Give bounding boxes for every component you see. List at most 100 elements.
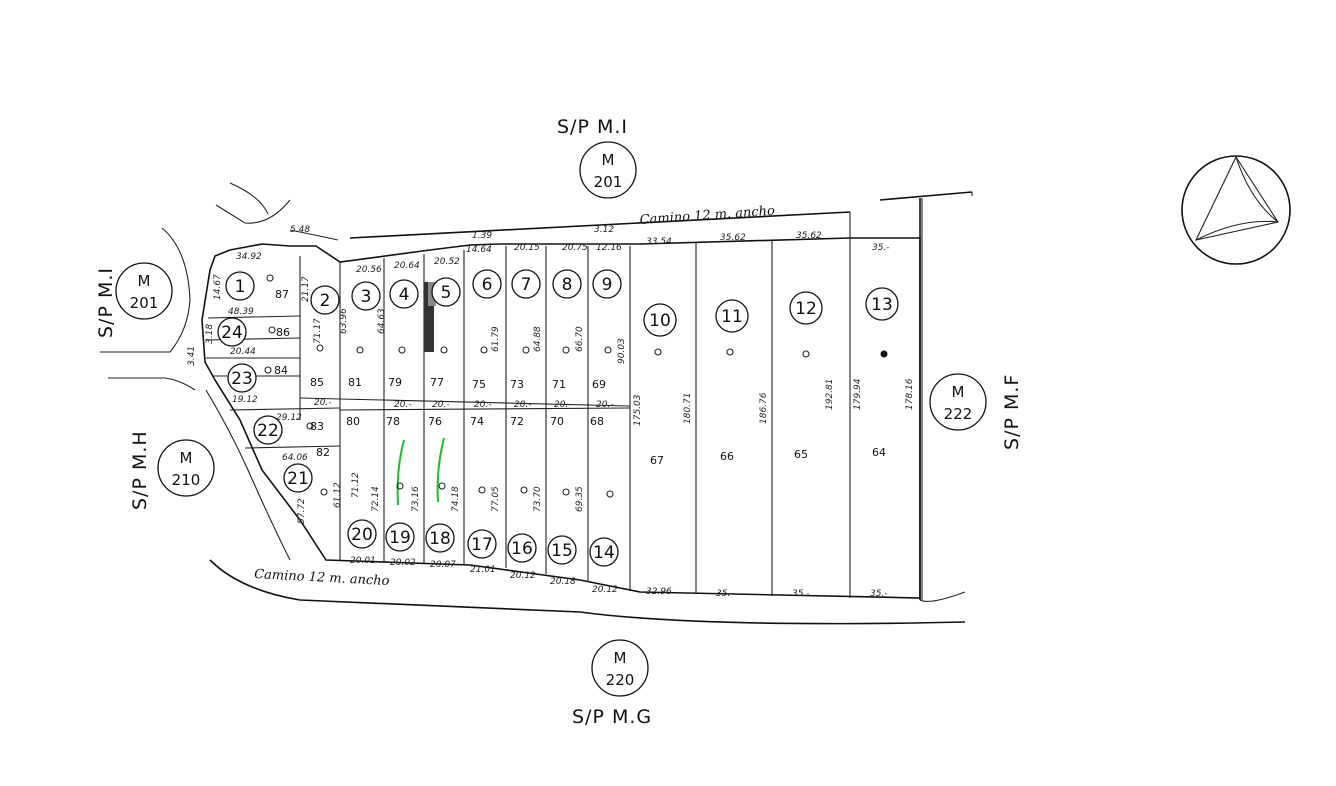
svg-text:20.-: 20.-: [596, 400, 614, 410]
svg-text:4: 4: [399, 285, 410, 305]
svg-text:14.64: 14.64: [466, 245, 492, 255]
svg-text:21: 21: [287, 469, 309, 489]
svg-text:20.12: 20.12: [510, 571, 536, 581]
lot-19: 19: [385, 522, 415, 552]
svg-text:63.96: 63.96: [339, 308, 349, 334]
svg-text:73.16: 73.16: [411, 486, 421, 512]
svg-text:86: 86: [276, 326, 290, 339]
block-east: M 222 S/P M.F: [929, 373, 1023, 450]
svg-text:1.39: 1.39: [472, 231, 492, 241]
svg-text:66.70: 66.70: [575, 326, 585, 352]
block-north-side: S/P M.I: [557, 116, 628, 138]
svg-text:72.14: 72.14: [371, 486, 381, 512]
lot-23: 23: [227, 363, 257, 393]
svg-text:3.12: 3.12: [594, 225, 614, 235]
svg-text:1: 1: [235, 277, 246, 297]
svg-text:35.-: 35.-: [870, 589, 888, 599]
svg-text:20.12: 20.12: [592, 585, 618, 595]
svg-text:82: 82: [316, 446, 330, 459]
svg-text:20.01: 20.01: [350, 556, 376, 566]
lot-12: 12: [789, 291, 823, 325]
block-west-top: S/P M.I M 201: [95, 262, 173, 338]
svg-text:18: 18: [429, 529, 451, 549]
block-east-m: M: [952, 383, 965, 401]
svg-text:61.79: 61.79: [491, 326, 501, 352]
svg-text:3.18: 3.18: [205, 324, 215, 344]
svg-text:32.96: 32.96: [646, 587, 672, 597]
lot-10: 10: [643, 303, 677, 337]
svg-text:76: 76: [428, 415, 442, 428]
svg-text:12: 12: [795, 299, 817, 319]
svg-text:179.94: 179.94: [853, 378, 863, 410]
svg-text:21.01: 21.01: [470, 565, 496, 575]
svg-text:74: 74: [470, 415, 484, 428]
lot-8: 8: [552, 269, 582, 299]
lot-4: 4: [389, 279, 419, 309]
svg-text:10: 10: [649, 311, 671, 331]
svg-text:24: 24: [221, 323, 243, 343]
lot-6: 6: [472, 269, 502, 299]
svg-text:19.12: 19.12: [232, 395, 258, 405]
svg-text:192.81: 192.81: [825, 379, 835, 411]
svg-text:83: 83: [310, 420, 324, 433]
svg-text:16: 16: [511, 539, 533, 559]
svg-text:72: 72: [510, 415, 524, 428]
block-north: S/P M.I M 201: [557, 116, 637, 199]
svg-text:81: 81: [348, 376, 362, 389]
svg-text:77: 77: [430, 376, 444, 389]
svg-text:20.-: 20.-: [394, 400, 412, 410]
svg-text:3.41: 3.41: [187, 346, 197, 366]
block-west-top-m: M: [138, 272, 151, 290]
svg-text:5: 5: [441, 283, 452, 303]
svg-text:71.12: 71.12: [351, 472, 361, 498]
subparcel-numbers: 87 86 84 83 82 85 81 80 79 78 77 76 75 7…: [274, 288, 886, 467]
lot-14: 14: [589, 537, 619, 567]
lot-15: 15: [547, 535, 577, 565]
svg-text:19: 19: [389, 528, 411, 548]
svg-text:178.16: 178.16: [905, 378, 915, 410]
lot-9: 9: [592, 269, 622, 299]
svg-text:20.18: 20.18: [550, 577, 576, 587]
road-label-south: Camino 12 m. ancho: [254, 567, 390, 589]
lot-13: 13: [865, 287, 899, 321]
lot-21: 21: [283, 463, 313, 493]
svg-text:66: 66: [720, 450, 734, 463]
svg-text:20.15: 20.15: [514, 243, 540, 253]
block-west-top-num: 201: [130, 294, 159, 312]
lot-3: 3: [351, 281, 381, 311]
svg-text:20.-: 20.-: [474, 400, 492, 410]
green-markers: [396, 437, 445, 506]
svg-text:35.62: 35.62: [796, 231, 822, 241]
lot-17: 17: [467, 529, 497, 559]
block-west-bottom: S/P M.H M 210: [129, 430, 215, 510]
svg-text:87: 87: [275, 288, 289, 301]
svg-text:20.56: 20.56: [356, 265, 382, 275]
lot-22: 22: [253, 415, 283, 445]
svg-text:2: 2: [320, 291, 331, 311]
block-south-side: S/P M.G: [572, 706, 652, 728]
svg-text:14: 14: [593, 543, 615, 563]
block-west-bottom-num: 210: [172, 471, 201, 489]
svg-text:90.03: 90.03: [617, 338, 627, 364]
svg-text:34.92: 34.92: [236, 252, 262, 262]
lot-numbers: 1 2 3 4 5 6 7 8 9 10 11 12 13 14 15 16 1…: [217, 269, 899, 567]
block-north-m: M: [602, 151, 615, 169]
svg-text:65: 65: [794, 448, 808, 461]
svg-text:71: 71: [552, 378, 566, 391]
redaction-mark: [424, 282, 434, 352]
parcel-outline: [201, 237, 921, 599]
svg-text:68: 68: [590, 415, 604, 428]
road-label-north: Camino 12 m. ancho: [639, 204, 775, 228]
svg-text:22: 22: [257, 421, 279, 441]
svg-text:20.64: 20.64: [394, 261, 420, 271]
svg-text:64.06: 64.06: [282, 453, 308, 463]
lot-2: 2: [310, 285, 340, 315]
block-south-num: 220: [606, 671, 635, 689]
lot-24: 24: [217, 317, 247, 347]
block-south: M 220 S/P M.G: [572, 639, 652, 728]
lot-markers: [264, 274, 888, 498]
svg-text:20.-: 20.-: [514, 400, 532, 410]
svg-text:84: 84: [274, 364, 288, 377]
lot-11: 11: [715, 299, 749, 333]
svg-text:77.05: 77.05: [491, 486, 501, 512]
